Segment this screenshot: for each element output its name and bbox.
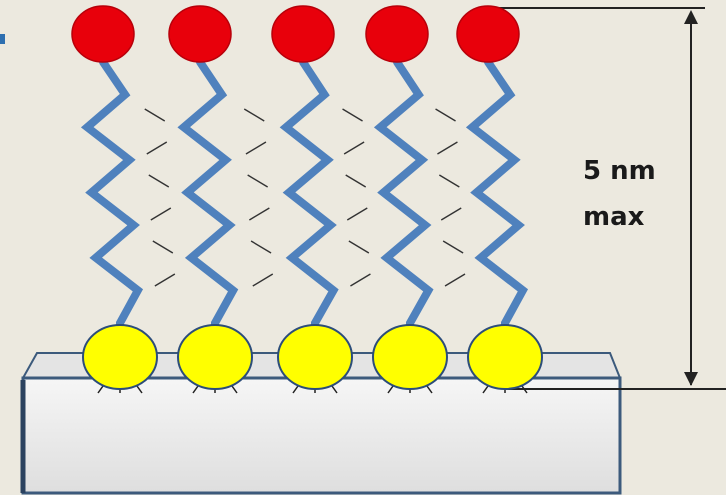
substrate-front-face [21,376,622,495]
alkyl-chain [373,58,434,336]
van-der-waals-interaction [146,141,168,155]
arrow-down-icon [684,372,698,386]
van-der-waals-interaction [144,108,166,122]
anchor-groups [82,324,543,394]
van-der-waals-interaction [148,174,170,188]
van-der-waals-interaction [243,108,265,122]
van-der-waals-interaction [250,240,272,254]
van-der-waals-interaction [346,207,368,221]
van-der-waals-interaction [444,273,466,287]
head-group [456,5,520,63]
alkyl-chain [80,58,144,336]
interchain-interactions [144,108,466,287]
van-der-waals-interaction [435,108,456,122]
van-der-waals-interaction [438,174,460,188]
van-der-waals-interaction [152,240,174,254]
anchor-group [467,324,543,390]
head-group [365,5,429,63]
van-der-waals-interaction [247,174,269,188]
head-group [271,5,335,63]
dimension-label-size: 5 nm [583,156,656,186]
head-group [71,5,135,63]
anchor-group [277,324,353,390]
alkyl-chain [177,58,239,336]
van-der-waals-interaction [345,174,367,188]
anchor-group [82,324,158,390]
van-der-waals-interaction [249,207,270,221]
van-der-waals-interaction [442,240,464,254]
edge-mark [0,34,5,44]
van-der-waals-interaction [350,273,371,287]
van-der-waals-interaction [437,141,458,155]
alkyl-chains [80,58,529,336]
van-der-waals-interaction [348,240,370,254]
arrow-up-icon [684,10,698,24]
alkyl-chain [465,58,529,336]
van-der-waals-interaction [245,141,267,155]
head-groups [71,5,520,63]
van-der-waals-interaction [440,207,462,221]
anchor-group [372,324,448,390]
van-der-waals-interaction [342,108,363,122]
van-der-waals-interaction [150,207,172,221]
anchor-group [177,324,253,390]
alkyl-chain [279,58,339,336]
head-group [168,5,232,63]
van-der-waals-interaction [343,141,365,155]
van-der-waals-interaction [252,273,274,287]
van-der-waals-interaction [154,273,176,287]
dimension-indicator [490,7,726,390]
dimension-label-max: max [583,202,645,232]
